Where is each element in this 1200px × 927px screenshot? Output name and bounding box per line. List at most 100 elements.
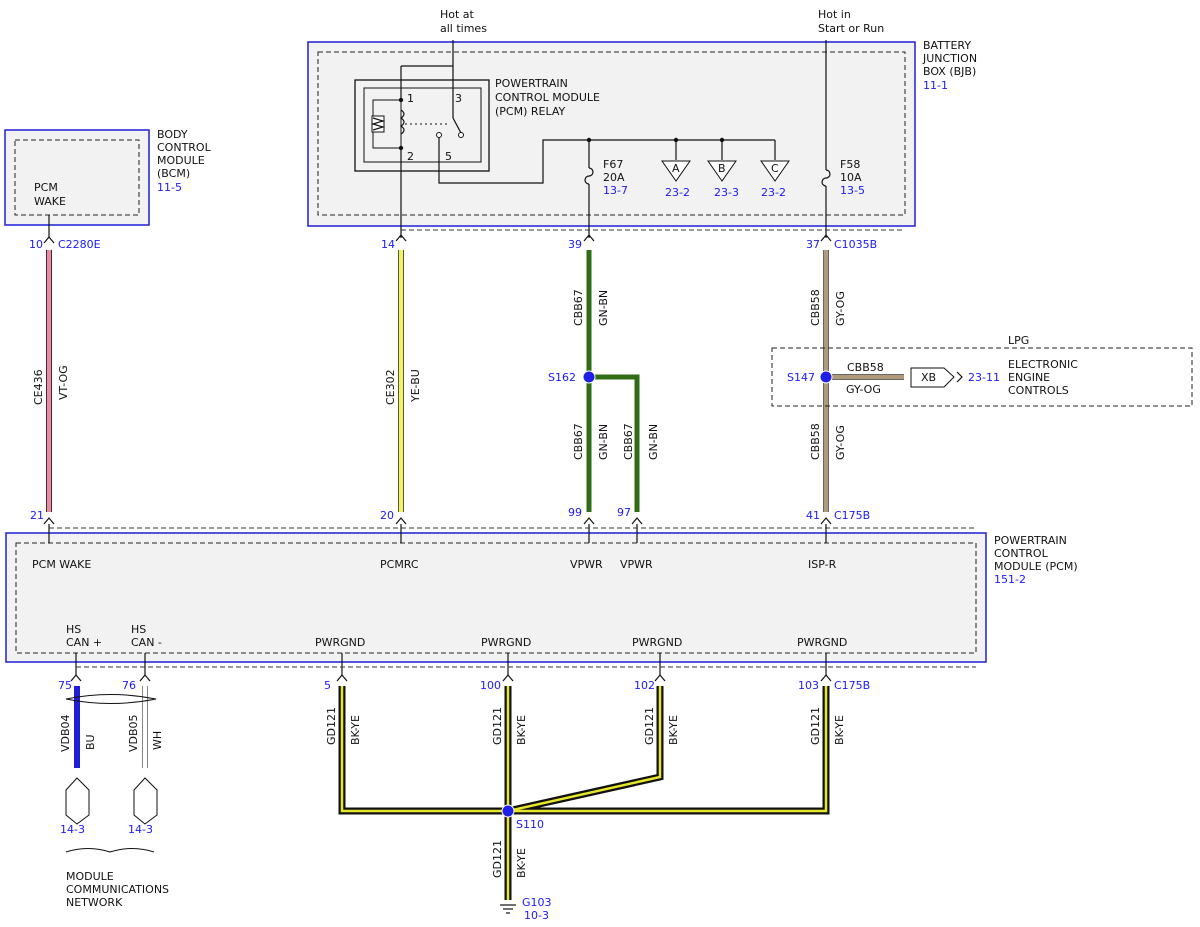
offpage-c-ref[interactable]: 23-2: [761, 186, 786, 199]
pcm-hs-can-minus-2: CAN -: [131, 636, 162, 649]
bjb-title-3: BOX (BJB): [923, 65, 976, 78]
offpage-b-ref[interactable]: 23-3: [714, 186, 739, 199]
offpage-b-letter: B: [718, 162, 726, 175]
conn-marker-102: [654, 674, 666, 682]
offpage-a-icon: [661, 160, 691, 182]
gd121-color-5: BK-YE: [515, 848, 528, 878]
conn-marker-bcm: [43, 236, 55, 244]
vdb05-circuit: VDB05: [127, 714, 140, 752]
lpg-title: LPG: [1008, 334, 1029, 347]
relay-output-bus: [438, 137, 775, 184]
bcm-pin-number: 10: [29, 238, 43, 251]
gd121-color-4: BK-YE: [833, 715, 846, 745]
bcm-inner-dashed: [14, 139, 140, 216]
f67-ref[interactable]: 13-7: [603, 184, 628, 197]
bcm-title-2: CONTROL: [157, 141, 212, 154]
f67-rating: 20A: [603, 171, 625, 184]
lpg-circuit: CBB58: [847, 361, 884, 374]
conn-marker-14: [395, 234, 407, 242]
offpage-a-letter: A: [672, 162, 680, 175]
offpage-b-icon: [707, 160, 737, 182]
pcm-pwrgnd-3: PWRGND: [632, 636, 682, 649]
pcm-pwrgnd-4: PWRGND: [797, 636, 847, 649]
relay-title-3: (PCM) RELAY: [495, 105, 566, 118]
fuse-f58-icon: [821, 169, 831, 187]
pcm-title-3: MODULE (PCM): [994, 560, 1078, 573]
cbb58-circuit-upper: CBB58: [809, 289, 822, 326]
lpg-ref[interactable]: 23-11: [968, 371, 1000, 384]
conn-marker-103: [820, 674, 832, 682]
relay-pin-5: 5: [445, 150, 452, 163]
f58-name: F58: [840, 158, 860, 171]
can-minus-ref[interactable]: 14-3: [128, 823, 153, 836]
gd121-color-3: BK-YE: [667, 715, 680, 745]
pcm-pin-vpwr-b: VPWR: [620, 558, 653, 571]
conn-marker-5: [336, 674, 348, 682]
ce302-pcm-pin: 20: [380, 509, 394, 522]
pcm-pin-vpwr-a: VPWR: [570, 558, 603, 571]
splice-s162-icon: [582, 370, 596, 384]
all-times-label: all times: [440, 22, 487, 35]
pcm-pin-pcmrc: PCMRC: [380, 558, 419, 571]
relay-winding-icon: [399, 109, 405, 135]
bcm-title-1: BODY: [157, 128, 188, 141]
cbb58-color-lower: GY-OG: [834, 425, 847, 460]
network-label-1: MODULE: [66, 870, 114, 883]
bcm-ref[interactable]: 11-5: [157, 181, 182, 194]
cbb67-circuit-upper: CBB67: [572, 289, 585, 326]
pcm-pin-isp-r: ISP-R: [808, 558, 837, 571]
pcm-box: [5, 532, 987, 663]
splice-s162-label: S162: [548, 371, 576, 384]
pcm-hs-can-minus-1: HS: [131, 623, 146, 636]
conn-marker-97: [631, 517, 643, 525]
conn-marker-21: [43, 517, 55, 525]
pcm-ref[interactable]: 151-2: [994, 573, 1026, 586]
lpg-dest-3: CONTROLS: [1008, 384, 1069, 397]
pcm-pwrgnd-2: PWRGND: [481, 636, 531, 649]
cbb58-color-upper: GY-OG: [834, 291, 847, 326]
ce436-pcm-pin: 21: [30, 509, 44, 522]
conn-marker-100: [502, 674, 514, 682]
ce302-circuit: CE302: [384, 369, 397, 405]
splice-s147-label: S147: [787, 371, 815, 384]
conn-marker-76: [139, 674, 151, 682]
splice-s147-icon: [819, 370, 833, 384]
conn-marker-41: [820, 517, 832, 525]
relay-pin-3: 3: [455, 92, 462, 105]
hot-in-label: Hot in: [818, 8, 851, 21]
gd121-circuit-5: GD121: [491, 840, 504, 878]
pcm-inner-dashed: [15, 542, 977, 654]
pcm-hs-can-plus-1: HS: [66, 623, 81, 636]
relay-switch-blade: [452, 117, 462, 134]
ce302-bjb-pin: 14: [381, 238, 395, 251]
start-or-run-label: Start or Run: [818, 22, 884, 35]
can-plus-ref[interactable]: 14-3: [60, 823, 85, 836]
offpage-a-ref[interactable]: 23-2: [665, 186, 690, 199]
relay-pin-1: 1: [407, 92, 414, 105]
bcm-pin-label-2: WAKE: [34, 195, 66, 208]
lpg-dest-1: ELECTRONIC: [1008, 358, 1078, 371]
gd121-color-1: BK-YE: [349, 715, 362, 745]
can-plus-pin: 75: [58, 679, 72, 692]
ground-wires[interactable]: [340, 686, 828, 900]
gd121-circuit-2: GD121: [491, 707, 504, 745]
bcm-title-4: (BCM): [157, 167, 190, 180]
cbb67-wire-b[interactable]: [589, 374, 640, 512]
splice-s110-label: S110: [516, 818, 544, 831]
relay-inner: [363, 87, 482, 163]
lpg-box: [771, 347, 1193, 407]
can-minus-pin: 76: [122, 679, 136, 692]
pcm-pwrgnd-1: PWRGND: [315, 636, 365, 649]
can-minus-connector-icon: [133, 777, 158, 825]
conn-marker-39: [583, 234, 595, 242]
vdb04-circuit: VDB04: [59, 714, 72, 752]
gd121-color-2: BK-YE: [515, 715, 528, 745]
conn-marker-75: [70, 674, 82, 682]
relay-pin-2: 2: [407, 150, 414, 163]
cbb58-pcm-connector: C175B: [834, 509, 870, 522]
relay-title-2: CONTROL MODULE: [495, 91, 600, 104]
f58-ref[interactable]: 13-5: [840, 184, 865, 197]
bjb-title-1: BATTERY: [923, 39, 971, 52]
ground-ref[interactable]: 10-3: [524, 909, 549, 922]
